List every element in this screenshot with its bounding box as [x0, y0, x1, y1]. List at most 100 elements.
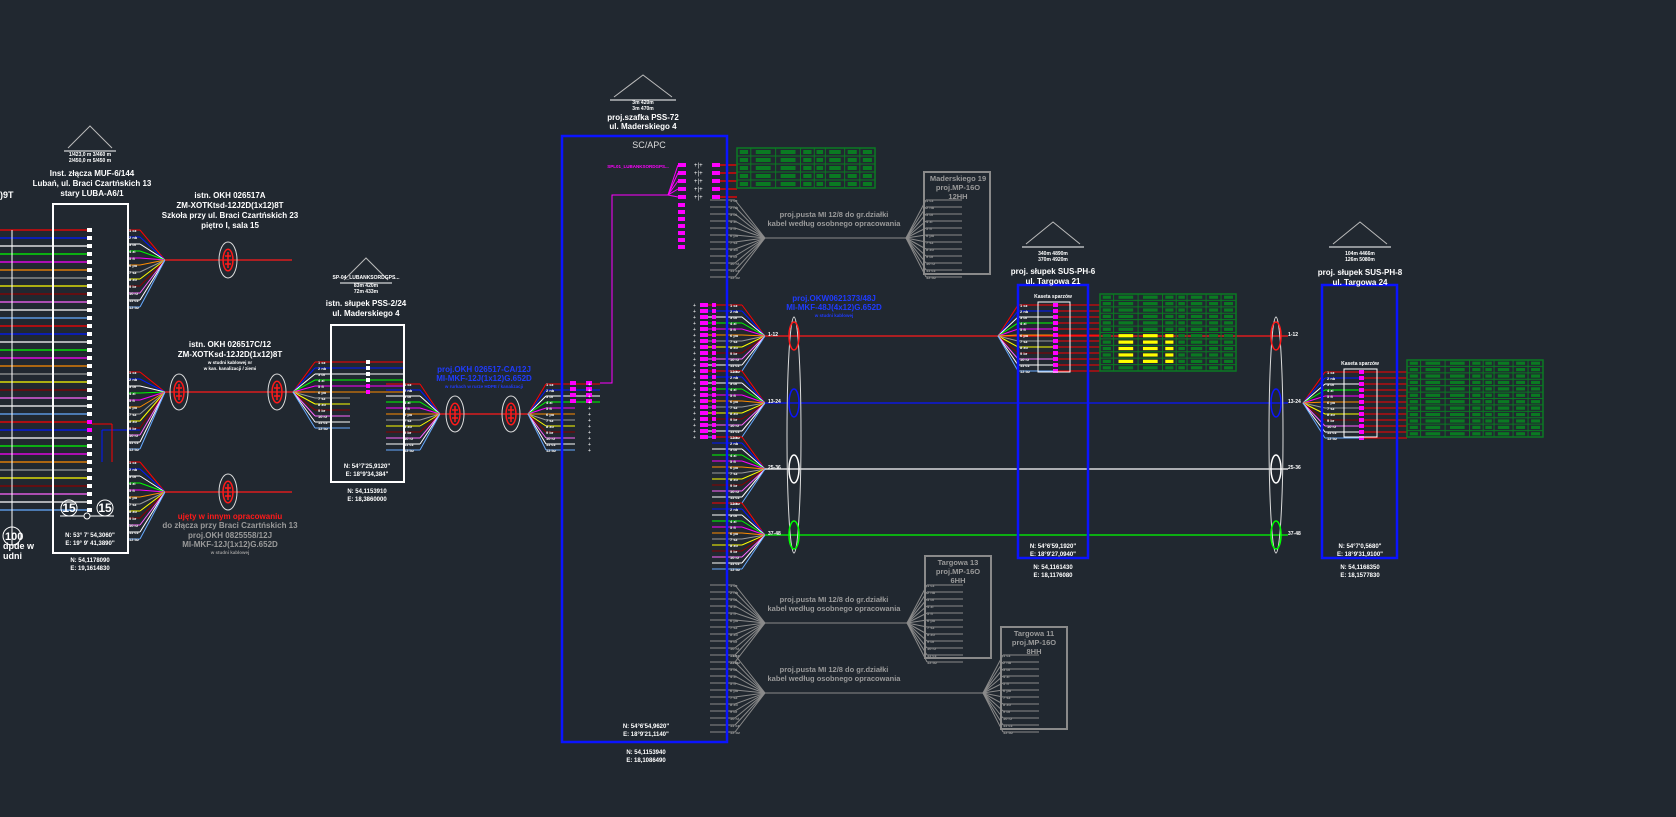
splice-table-cell	[1449, 432, 1465, 436]
pss72-in-fiber-label: 12 bz	[546, 448, 556, 453]
bundle-range-1: 1-12	[768, 332, 778, 338]
planned-1-box-3: 12HH	[948, 192, 967, 201]
connector-icon	[712, 399, 716, 403]
splice-table-cell	[1142, 346, 1158, 351]
pss-fiber-label: 11 cz	[318, 420, 328, 425]
muf-fiber-label: 4 zi	[129, 481, 135, 486]
bundle-fiber-label: 3 bi	[730, 447, 737, 452]
connector-icon	[1359, 394, 1364, 398]
planned-fanout-line	[734, 692, 766, 712]
splice-table-cell	[1531, 425, 1541, 429]
planned-fiber-label: 12 bz	[730, 730, 740, 735]
splice-marker	[87, 444, 92, 448]
splice-table-cell	[862, 150, 872, 154]
connector-icon	[712, 163, 720, 167]
fiber-fanout-line	[741, 532, 766, 536]
splice-table-cell	[1190, 308, 1203, 312]
planned-fiber-label: 9 br	[730, 709, 738, 714]
fiber-fanout-line	[139, 491, 166, 519]
muf-fiber-label: 10 rż	[129, 523, 138, 528]
planned-2-text-2: kabel według osobnego opracowania	[768, 604, 902, 613]
splice-table	[736, 147, 876, 189]
planned-fanout-line	[905, 237, 927, 243]
pss-fiber-label: 9 br	[318, 408, 326, 413]
connector-icon	[700, 369, 708, 373]
muf-fiber-label: 10 rż	[129, 291, 138, 296]
planned-2-box-1: Targowa 13	[938, 558, 979, 567]
splice-marker	[87, 324, 92, 328]
splice-table-cell	[1118, 308, 1134, 312]
connector-icon	[712, 327, 716, 331]
connector-icon	[678, 224, 685, 228]
splice-table-cell	[1425, 419, 1441, 423]
splice-table-cell	[1178, 334, 1185, 338]
fiber-fanout-line	[292, 385, 316, 393]
splice-marker	[366, 372, 370, 376]
splice-table-cell	[1425, 361, 1441, 365]
closure-mid-right-icon	[267, 373, 287, 411]
susph8-building-icon	[1332, 221, 1388, 245]
connector-icon	[1359, 436, 1364, 440]
splice-table-cell	[1118, 353, 1134, 357]
planned-fanout-line	[734, 237, 766, 250]
splice-table-cell	[862, 174, 872, 178]
splice-table-cell	[1409, 374, 1418, 378]
cable-mid-3: w studni kablowej nr	[207, 360, 253, 365]
splice-table-cell	[1165, 321, 1174, 325]
susph6-fiber-label: 2 nb	[1020, 309, 1029, 314]
splice-table-cell	[816, 150, 824, 154]
patch-fan-line	[667, 188, 679, 196]
splice-marker	[366, 384, 370, 388]
fiber-fanout-line	[741, 526, 766, 536]
muf-fiber-label: 4 zi	[129, 391, 135, 396]
splice-table-cell	[1165, 346, 1174, 351]
muf-circle-right-label: 15	[98, 501, 112, 515]
bundle-fiber-label: 1 cz	[730, 303, 738, 308]
connector-icon	[712, 363, 716, 367]
pss72-in-fiber-label: 6 po	[546, 412, 555, 417]
connector-icon	[712, 357, 716, 361]
bundle-range-r2: 13-24	[1288, 399, 1301, 405]
planned-fanout-line	[906, 622, 928, 656]
splice-marker	[87, 308, 92, 312]
connector-icon	[712, 393, 716, 397]
splice-table-cell	[1209, 340, 1219, 344]
muf-title-3: stary LUBA-A6/1	[60, 189, 124, 198]
splice-table-cell	[1178, 314, 1185, 319]
splice-table-cell	[1190, 321, 1203, 325]
planned-fanout-line	[906, 622, 928, 663]
muf-fiber-label: 7 sz	[129, 502, 137, 507]
fiber-fanout-line	[741, 468, 766, 480]
bundle-fiber-label: 9 br	[730, 549, 738, 554]
connector-symbol: +	[588, 388, 591, 394]
closure-pss-left-icon	[445, 395, 465, 433]
fiber-fanout-line	[741, 468, 766, 498]
connector-icon	[678, 203, 685, 207]
splice-table-cell	[816, 158, 824, 162]
planned-box-fiber-label: 10 rż	[927, 646, 936, 651]
cable-sheath-right-icon	[1268, 316, 1284, 554]
planned-fanout-line	[734, 668, 766, 694]
splice-table-cell	[1178, 340, 1185, 344]
splice-table-cell	[1497, 406, 1510, 410]
fiber-fanout-line	[139, 259, 166, 301]
bundle-fiber-label: 7 sz	[730, 471, 738, 476]
susph6-fiber-label: 9 br	[1020, 351, 1028, 356]
fiber-fanout-line	[741, 402, 766, 426]
splice-table-cell	[1472, 361, 1481, 365]
splice-table-cell	[1209, 295, 1219, 299]
fiber-fanout-line	[527, 413, 547, 421]
splice-marker	[87, 236, 92, 240]
splice-table-cell	[816, 174, 824, 178]
splice-marker	[87, 500, 92, 504]
splice-table-cell	[1449, 374, 1465, 378]
splice-table-cell	[1485, 374, 1492, 378]
fiber-fanout-line	[139, 391, 166, 429]
fiber-fanout-line	[139, 391, 166, 450]
susph6-header-1: 340m 4890m	[1038, 251, 1068, 257]
closure-inner-icon	[271, 380, 283, 404]
fiber-fanout-line	[139, 491, 166, 505]
splice-marker	[87, 284, 92, 288]
connector-icon	[712, 411, 716, 415]
connector-symbol: +	[693, 375, 696, 381]
